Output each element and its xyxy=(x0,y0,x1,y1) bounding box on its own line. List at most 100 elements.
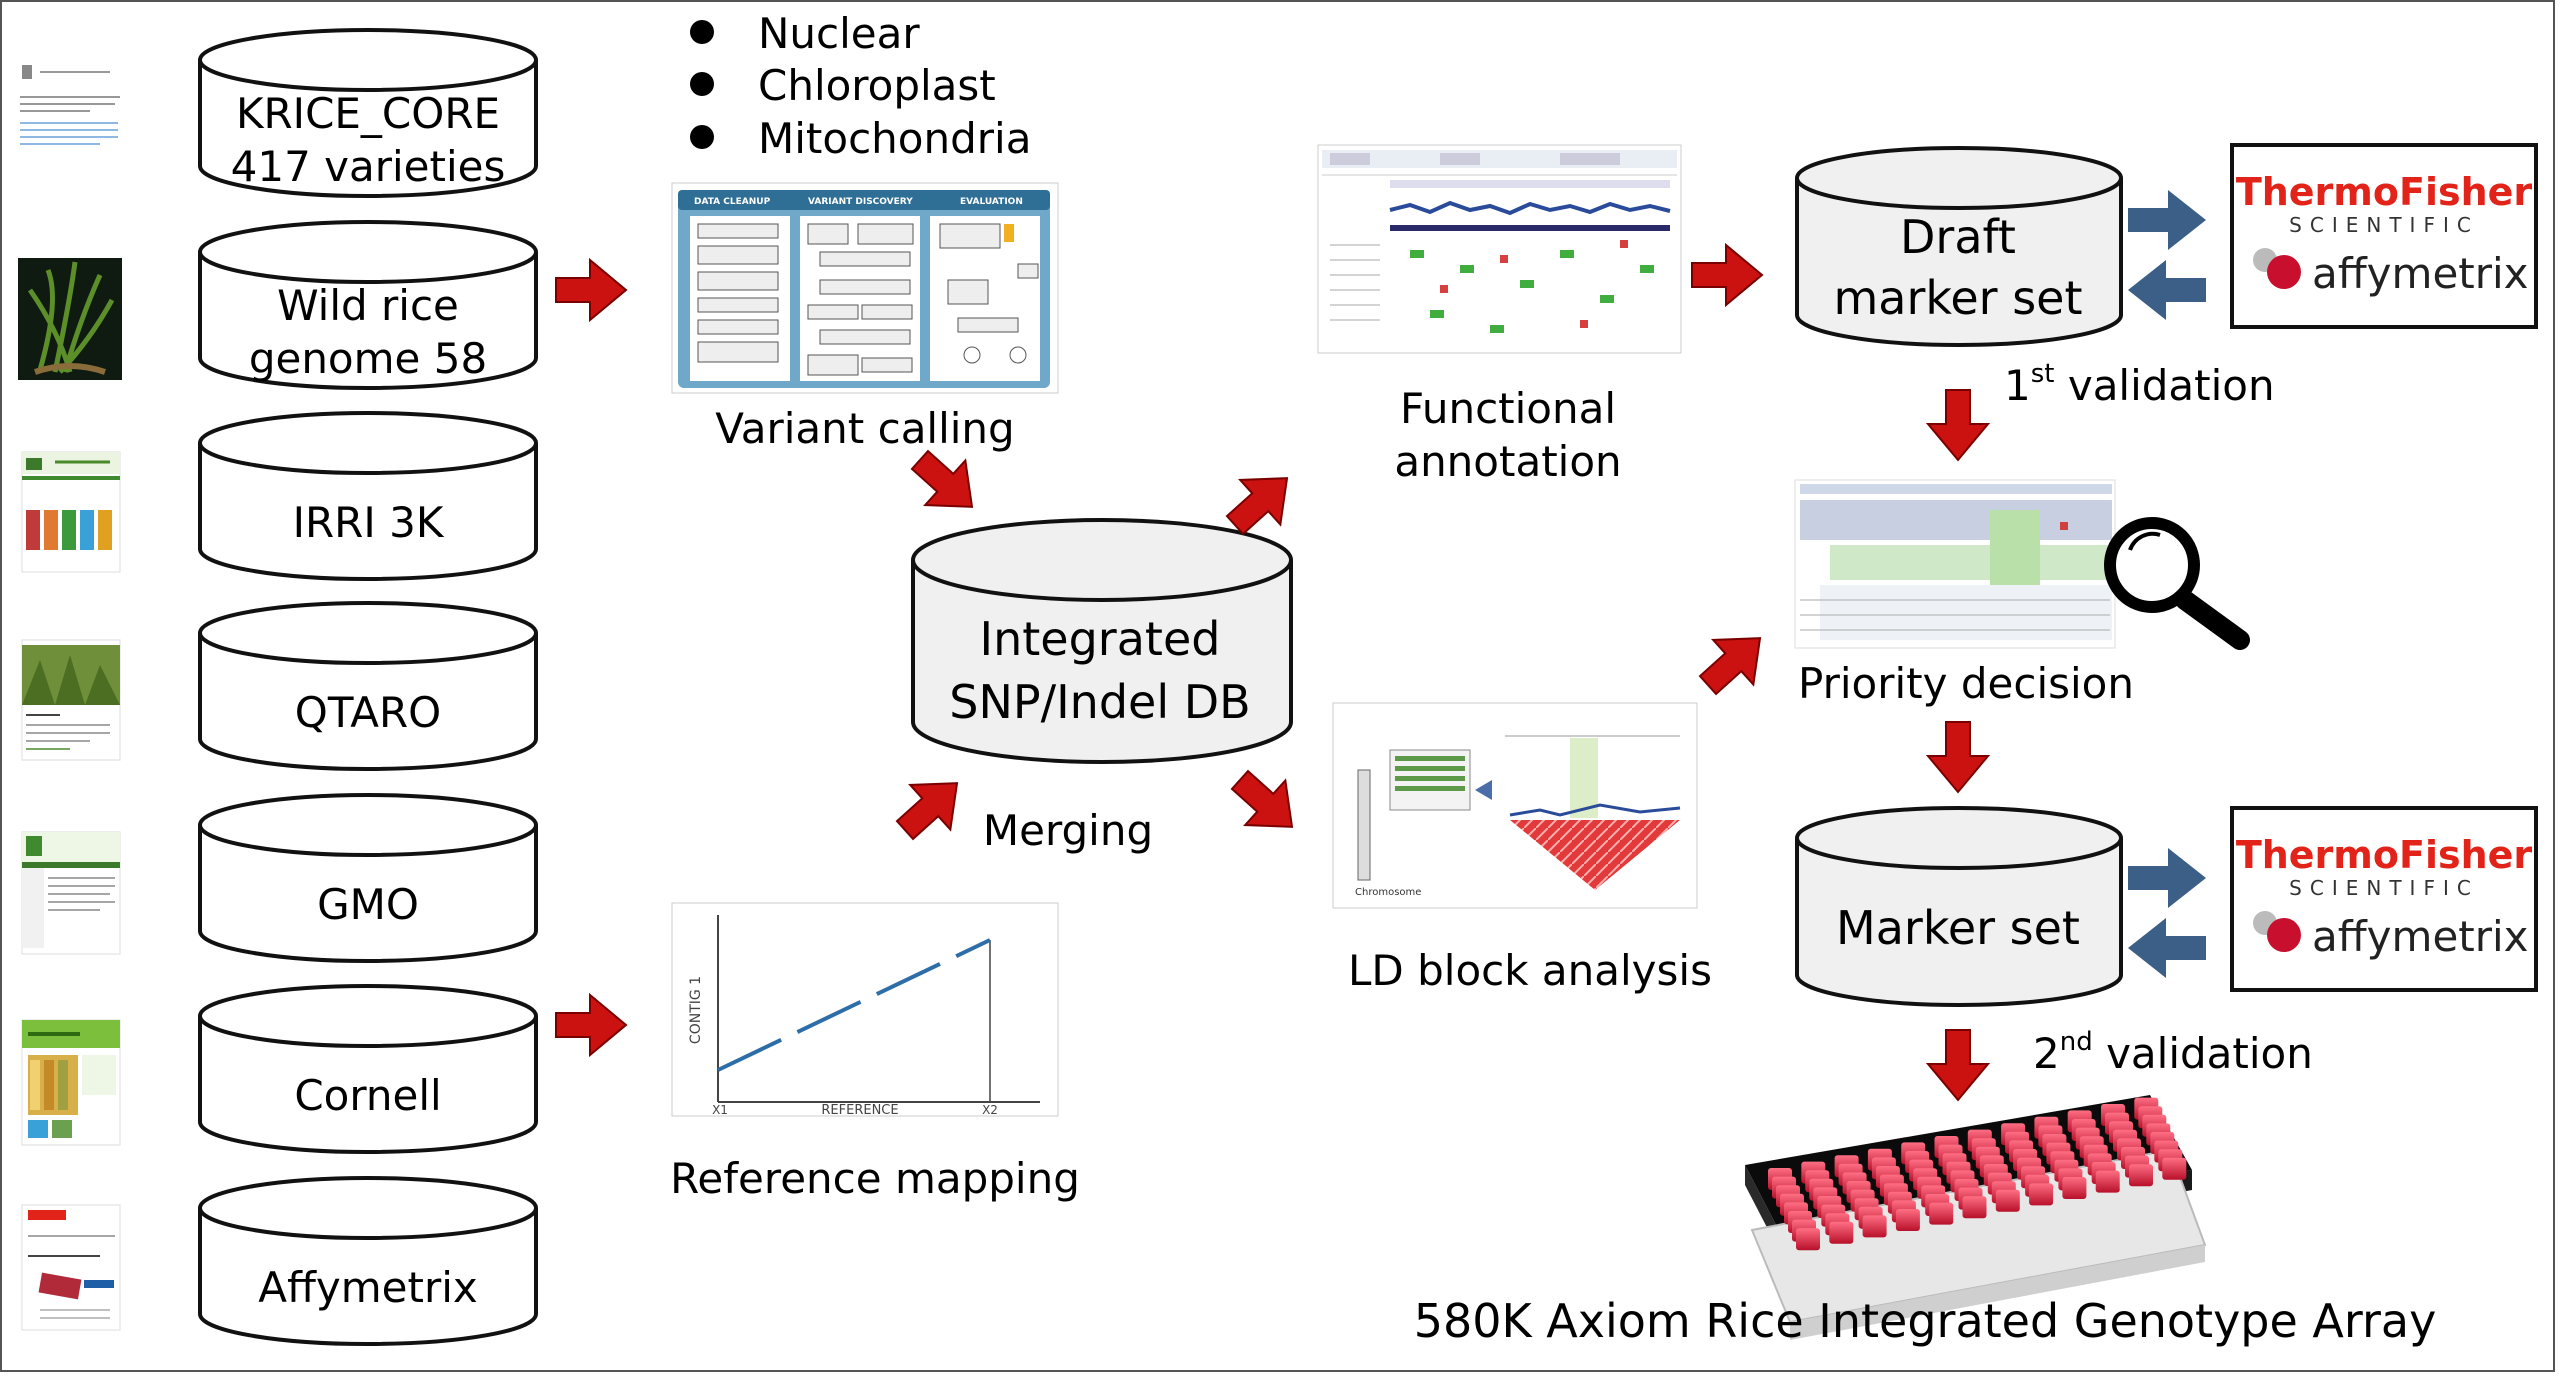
plate-well xyxy=(1929,1202,1954,1225)
source-name: IRRI 3K xyxy=(293,498,445,547)
pipeline-stage-header: DATA CLEANUP xyxy=(694,197,771,207)
arrow-right-icon xyxy=(555,259,627,321)
genome-type-item: Nuclear xyxy=(758,9,920,58)
arrow-down-icon xyxy=(1927,1029,1989,1101)
plate-well xyxy=(2062,1177,2087,1199)
plate-well xyxy=(2029,1183,2054,1206)
blue-arrow-right-icon xyxy=(2128,190,2206,250)
draft-marker-set-line2: marker set xyxy=(1833,271,2082,325)
arrow-down-icon xyxy=(1927,389,1989,461)
magnifier-icon xyxy=(2104,517,2250,650)
source-databases: KRICE_CORE 417 varieties Wild rice genom… xyxy=(198,28,538,1346)
priority-decision-panel xyxy=(1794,479,2116,649)
gmo-website-thumbnail xyxy=(21,831,121,955)
plate-well xyxy=(2129,1164,2153,1187)
source-cylinder-gmo: GMO xyxy=(198,793,538,963)
thermofisher-logo: ThermoFisher xyxy=(2236,170,2533,214)
reference-mapping-x2: X2 xyxy=(982,1103,998,1117)
functional-annotation-line2: annotation xyxy=(1394,437,1621,486)
cornell-website-thumbnail xyxy=(21,1019,121,1146)
draft-marker-set-cylinder: Draft marker set xyxy=(1795,146,2123,347)
affymetrix-website-thumbnail xyxy=(21,1204,121,1331)
ld-block-label: LD block analysis xyxy=(1348,946,1712,995)
genome-type-list: Nuclear Chloroplast Mitochondria xyxy=(690,9,1031,163)
variant-calling-label: Variant calling xyxy=(715,404,1014,453)
second-validation-label: 2nd validation xyxy=(2033,1027,2313,1078)
reference-mapping-y-label: CONTIG 1 xyxy=(688,976,704,1044)
plate-wells xyxy=(1768,1097,2187,1251)
genotype-array-plate xyxy=(1745,1095,2207,1340)
source-name: GMO xyxy=(317,880,419,929)
source-name: Cornell xyxy=(294,1071,441,1120)
source-name: KRICE_CORE xyxy=(236,89,500,138)
thermofisher-logo: ThermoFisher xyxy=(2236,833,2533,877)
arrow-down-right-icon xyxy=(1218,756,1314,851)
blue-arrow-left-icon xyxy=(2128,260,2206,320)
source-cylinder-krice: KRICE_CORE 417 varieties xyxy=(198,28,538,198)
thermofisher-sub: SCIENTIFIC xyxy=(2289,213,2479,237)
source-cylinder-affymetrix: Affymetrix xyxy=(198,1176,538,1346)
first-validation-label: 1st validation xyxy=(2004,359,2275,410)
plate-well xyxy=(2162,1157,2187,1180)
source-detail: genome 58 xyxy=(249,334,487,383)
krice-paper-thumbnail xyxy=(20,55,120,160)
reference-mapping-label: Reference mapping xyxy=(670,1154,1080,1203)
source-name: Wild rice xyxy=(277,281,459,330)
blue-arrow-right-icon xyxy=(2128,848,2206,908)
reference-mapping-chart: CONTIG 1 REFERENCE X1 X2 xyxy=(671,902,1059,1118)
merging-label: Merging xyxy=(983,806,1153,855)
bullet-icon xyxy=(690,125,714,149)
marker-set-cylinder: Marker set xyxy=(1795,806,2123,1007)
qtaro-website-thumbnail xyxy=(21,639,121,761)
blue-arrow-left-icon xyxy=(2128,918,2206,978)
genome-type-item: Chloroplast xyxy=(758,61,996,110)
vendor-logo-box-top: ThermoFisher SCIENTIFIC affymetrix xyxy=(2230,143,2538,329)
functional-annotation-line1: Functional xyxy=(1400,384,1616,433)
priority-decision-label: Priority decision xyxy=(1798,659,2134,708)
source-cylinder-qtaro: QTARO xyxy=(198,601,538,771)
reference-mapping-x1: X1 xyxy=(712,1103,728,1117)
arrow-right-icon xyxy=(1691,244,1763,306)
ld-block-panel: Chromosome xyxy=(1332,702,1698,909)
thermofisher-sub: SCIENTIFIC xyxy=(2289,876,2479,900)
plate-well xyxy=(1796,1228,1820,1251)
alignment-line xyxy=(717,938,991,1072)
integrated-db-title: Integrated xyxy=(980,612,1221,666)
marker-set-label: Marker set xyxy=(1836,901,2080,955)
chromosome-label: Chromosome xyxy=(1355,887,1421,898)
plate-well xyxy=(1995,1189,2020,1212)
arrow-up-right-icon xyxy=(1686,614,1782,709)
affymetrix-logo: affymetrix xyxy=(2312,912,2529,961)
genome-type-item: Mitochondria xyxy=(758,114,1031,163)
affymetrix-logo: affymetrix xyxy=(2312,249,2529,298)
bullet-icon xyxy=(690,72,714,96)
source-name: Affymetrix xyxy=(258,1263,478,1312)
source-cylinder-irri: IRRI 3K xyxy=(198,411,538,581)
draft-marker-set-line1: Draft xyxy=(1900,210,2016,264)
plate-well xyxy=(1862,1215,1887,1238)
functional-annotation-panel xyxy=(1317,144,1682,354)
pipeline-stage-header: VARIANT DISCOVERY xyxy=(808,197,913,207)
plate-well xyxy=(1895,1209,1920,1231)
source-cylinder-wild-rice: Wild rice genome 58 xyxy=(198,220,538,390)
vendor-logo-box-bottom: ThermoFisher SCIENTIFIC affymetrix xyxy=(2230,806,2538,992)
plate-well xyxy=(1829,1221,1854,1244)
source-detail: 417 varieties xyxy=(231,142,506,191)
final-product-label: 580K Axiom Rice Integrated Genotype Arra… xyxy=(1414,1294,2437,1348)
integrated-db-subtitle: SNP/Indel DB xyxy=(949,675,1250,729)
arrow-right-icon xyxy=(555,994,627,1056)
arrow-down-icon xyxy=(1927,721,1989,793)
wild-rice-photo xyxy=(18,258,122,380)
plate-well xyxy=(1962,1196,1987,1219)
plate-well xyxy=(2095,1170,2120,1193)
ld-heatmap xyxy=(1510,820,1680,890)
source-thumbnails xyxy=(18,55,122,1331)
reference-mapping-x-label: REFERENCE xyxy=(821,1103,898,1118)
irri-website-thumbnail xyxy=(21,451,121,573)
pipeline-stage-header: EVALUATION xyxy=(960,197,1023,207)
integrated-db-cylinder: Integrated SNP/Indel DB xyxy=(911,518,1293,764)
variant-calling-panel: DATA CLEANUP VARIANT DISCOVERY EVALUATIO… xyxy=(671,182,1059,394)
bullet-icon xyxy=(690,20,714,44)
source-cylinder-cornell: Cornell xyxy=(198,984,538,1154)
